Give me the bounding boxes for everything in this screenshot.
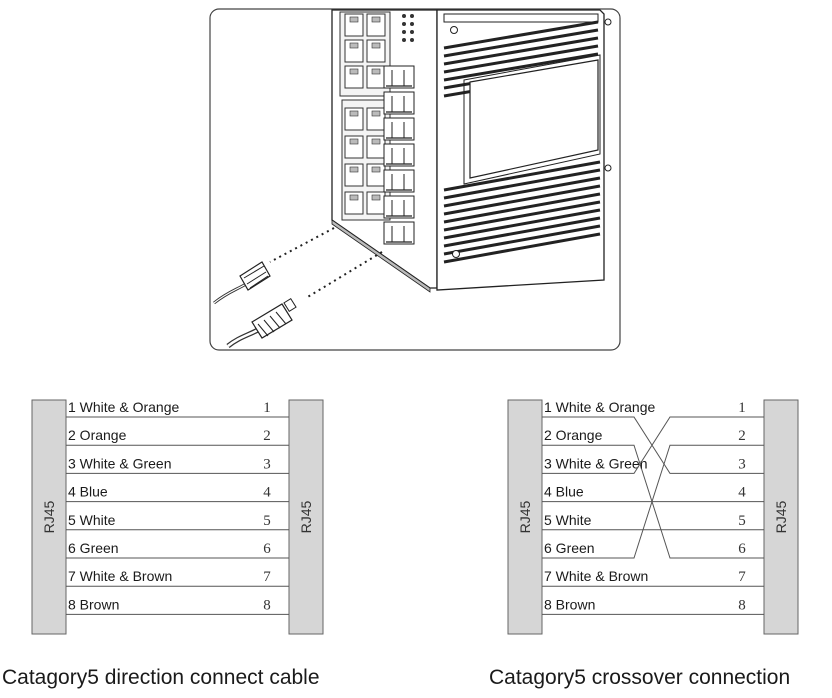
- wire-label: 1 White & Orange: [544, 399, 655, 415]
- pin-number: 3: [263, 456, 271, 472]
- wire-label: 3 White & Green: [544, 455, 648, 471]
- pin-number: 7: [738, 569, 746, 585]
- wire-label: 8 Brown: [544, 596, 595, 612]
- wire-label: 8 Brown: [68, 596, 119, 612]
- rj45-label-left: RJ45: [517, 500, 533, 533]
- fiber-port: [383, 143, 415, 167]
- led-indicators: [402, 14, 414, 42]
- crossover-cable-diagram: RJ45 RJ45 1 White & Orange 1 2 Orange 2 3 Whit…: [507, 399, 799, 635]
- screw-icon: [604, 164, 612, 172]
- wire-label: 2 Orange: [68, 427, 127, 443]
- rj45-port: [344, 135, 364, 159]
- wire-label: 2 Orange: [544, 427, 603, 443]
- fiber-port-column: [383, 65, 415, 245]
- heatsink-fins: [443, 20, 601, 264]
- rj45-plug-icon: [213, 261, 271, 305]
- rj45-label-right: RJ45: [773, 500, 789, 533]
- rj45-label-left: RJ45: [41, 500, 57, 533]
- direct-cable-diagram: RJ45 RJ45 1 White & Orange 1 2 Orange 2 3 Whit…: [31, 399, 324, 635]
- pin-number: 2: [263, 428, 271, 444]
- pin-number: 8: [263, 597, 271, 613]
- pin-number: 1: [738, 400, 746, 416]
- pin-number: 4: [263, 485, 271, 501]
- fiber-port: [383, 221, 415, 245]
- rj45-connector-right: [288, 399, 324, 635]
- screw-icon: [452, 250, 460, 258]
- pin-number: 6: [738, 541, 746, 557]
- fiber-port: [383, 117, 415, 141]
- pin-number: 2: [738, 428, 746, 444]
- wire-label: 4 Blue: [68, 484, 108, 500]
- fiber-port: [383, 65, 415, 89]
- rj45-port: [344, 39, 364, 63]
- switch-illustration: [209, 8, 621, 351]
- direct-cable-caption: Catagory5 direction connect cable: [2, 666, 320, 689]
- screw-icon: [604, 18, 612, 26]
- crossed-wire-line: [542, 444, 764, 559]
- rj45-port: [366, 13, 386, 37]
- guide-line-rj45: [269, 227, 335, 263]
- wire-label: 6 Green: [544, 540, 595, 556]
- label-recess: [469, 59, 599, 179]
- pin-number: 7: [263, 569, 271, 585]
- rj45-port: [344, 107, 364, 131]
- rj45-connector-left: [507, 399, 543, 635]
- fiber-connector-icon: [226, 297, 297, 348]
- rj45-port-grid: [344, 13, 386, 215]
- wire-label: 7 White & Brown: [68, 568, 172, 584]
- fiber-port: [383, 91, 415, 115]
- wire-label: 1 White & Orange: [68, 399, 179, 415]
- rj45-connector-left: [31, 399, 67, 635]
- pin-number: 4: [738, 485, 746, 501]
- pin-number: 1: [263, 400, 271, 416]
- pin-number: 3: [738, 456, 746, 472]
- rj45-port: [366, 39, 386, 63]
- rj45-port: [344, 13, 364, 37]
- wire-label: 7 White & Brown: [544, 568, 648, 584]
- wire-label: 4 Blue: [544, 484, 584, 500]
- rj45-connector-right: [763, 399, 799, 635]
- pin-number: 5: [738, 513, 746, 529]
- rj45-port: [344, 65, 364, 89]
- wire-label: 6 Green: [68, 540, 119, 556]
- rj45-port: [344, 191, 364, 215]
- pin-number: 8: [738, 597, 746, 613]
- pin-number: 6: [263, 541, 271, 557]
- screw-icon: [450, 26, 458, 34]
- rj45-port: [344, 163, 364, 187]
- rj45-label-right: RJ45: [298, 500, 314, 533]
- wire-label: 5 White: [68, 512, 116, 528]
- fiber-port: [383, 169, 415, 193]
- wire-label: 3 White & Green: [68, 455, 172, 471]
- pin-number: 5: [263, 513, 271, 529]
- fiber-port: [383, 195, 415, 219]
- wire-label: 5 White: [544, 512, 592, 528]
- crossed-wire-line: [542, 416, 764, 474]
- crossover-cable-caption: Catagory5 crossover connection: [489, 666, 791, 689]
